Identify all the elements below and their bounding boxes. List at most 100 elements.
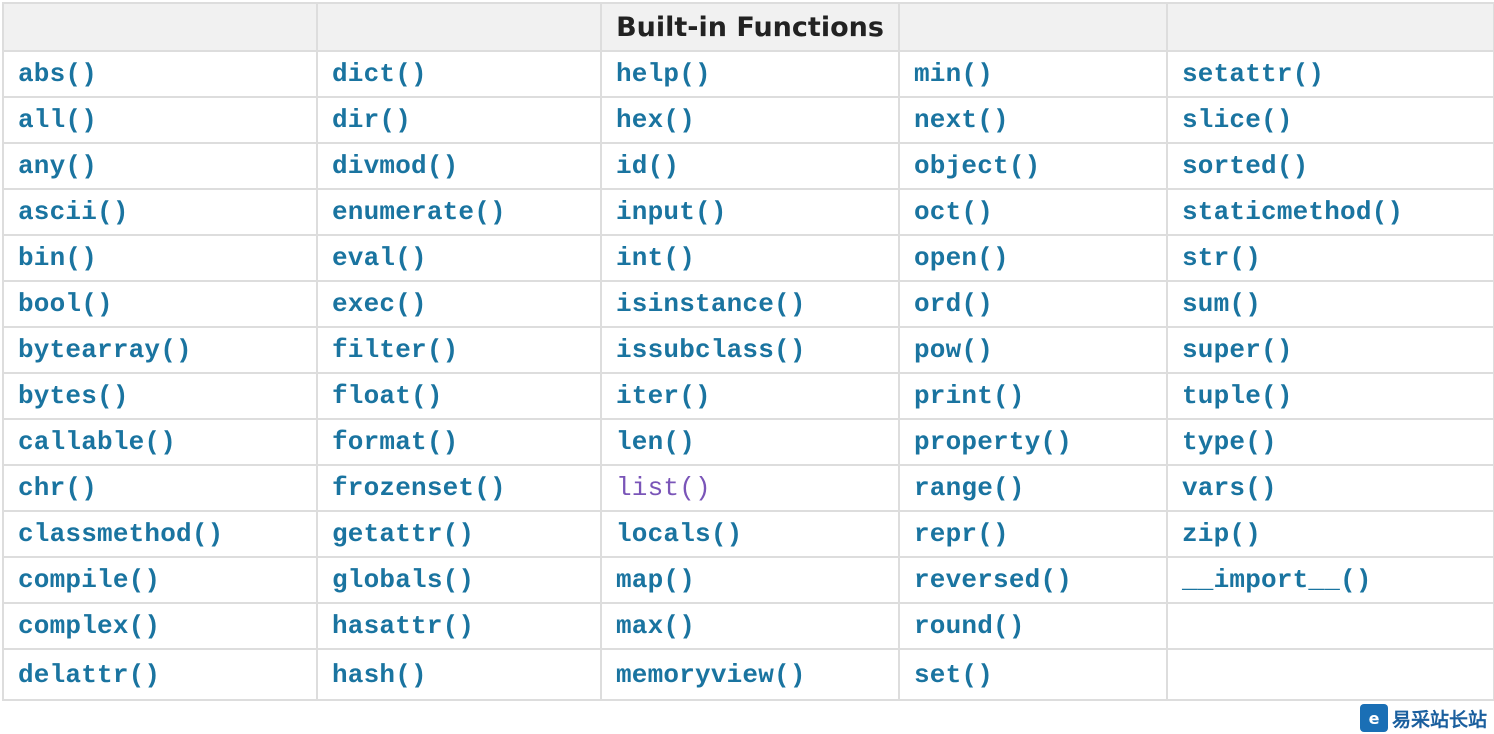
function-link[interactable]: tuple() xyxy=(1182,381,1293,411)
function-link[interactable]: round() xyxy=(914,611,1025,641)
function-link[interactable]: hex() xyxy=(616,105,696,135)
function-link[interactable]: compile() xyxy=(18,565,161,595)
function-link[interactable]: staticmethod() xyxy=(1182,197,1404,227)
function-link[interactable]: all() xyxy=(18,105,98,135)
table-row: classmethod() getattr() locals() repr() zip(… xyxy=(2,510,1494,558)
function-link[interactable]: delattr() xyxy=(18,659,161,690)
function-link[interactable]: enumerate() xyxy=(332,197,506,227)
function-link[interactable]: str() xyxy=(1182,243,1262,273)
table-cell: iter() xyxy=(600,372,900,420)
table-cell: repr() xyxy=(898,510,1168,558)
table-row: chr() frozenset() list() range() vars() xyxy=(2,464,1494,512)
table-cell: hash() xyxy=(316,648,602,701)
function-link[interactable]: callable() xyxy=(18,427,177,457)
function-link[interactable]: bool() xyxy=(18,289,113,319)
function-link[interactable]: max() xyxy=(616,611,696,641)
table-cell: ord() xyxy=(898,280,1168,328)
table-title: Built-in Functions xyxy=(600,2,900,52)
function-link[interactable]: locals() xyxy=(616,519,743,549)
function-link[interactable]: globals() xyxy=(332,565,475,595)
table-cell: min() xyxy=(898,50,1168,98)
table-cell: eval() xyxy=(316,234,602,282)
table-row: callable() format() len() property() type() xyxy=(2,418,1494,466)
table-cell: tuple() xyxy=(1166,372,1494,420)
table-row: any() divmod() id() object() sorted() xyxy=(2,142,1494,190)
table-row: all() dir() hex() next() slice() xyxy=(2,96,1494,144)
function-link[interactable]: list() xyxy=(616,473,711,503)
function-link[interactable]: frozenset() xyxy=(332,473,506,503)
function-link[interactable]: property() xyxy=(914,427,1073,457)
function-link[interactable]: ascii() xyxy=(18,197,129,227)
header-row: Built-in Functions xyxy=(2,2,1494,52)
function-link[interactable]: iter() xyxy=(616,381,711,411)
function-link[interactable]: bytes() xyxy=(18,381,129,411)
function-link[interactable]: complex() xyxy=(18,611,161,641)
table-cell: __import__() xyxy=(1166,556,1494,604)
function-link[interactable]: issubclass() xyxy=(616,335,806,365)
function-link[interactable]: getattr() xyxy=(332,519,475,549)
function-link[interactable]: filter() xyxy=(332,335,459,365)
table-cell: bytearray() xyxy=(2,326,318,374)
table-row: bytes() float() iter() print() tuple() xyxy=(2,372,1494,420)
function-link[interactable]: range() xyxy=(914,473,1025,503)
function-link[interactable]: bin() xyxy=(18,243,98,273)
function-link[interactable]: float() xyxy=(332,381,443,411)
function-link[interactable]: format() xyxy=(332,427,459,457)
table-cell: float() xyxy=(316,372,602,420)
function-link[interactable]: memoryview() xyxy=(616,659,806,690)
function-link[interactable]: chr() xyxy=(18,473,98,503)
function-link[interactable]: setattr() xyxy=(1182,59,1325,89)
function-link[interactable]: classmethod() xyxy=(18,519,224,549)
function-link[interactable]: exec() xyxy=(332,289,427,319)
function-link[interactable]: vars() xyxy=(1182,473,1277,503)
function-link[interactable]: pow() xyxy=(914,335,994,365)
table-row: bool() exec() isinstance() ord() sum() xyxy=(2,280,1494,328)
table-cell: max() xyxy=(600,602,900,650)
function-link[interactable]: type() xyxy=(1182,427,1277,457)
function-link[interactable]: next() xyxy=(914,105,1009,135)
function-link[interactable]: int() xyxy=(616,243,696,273)
function-link[interactable]: dir() xyxy=(332,105,412,135)
function-link[interactable]: input() xyxy=(616,197,727,227)
function-link[interactable]: repr() xyxy=(914,519,1009,549)
table-row: delattr() hash() memoryview() set() xyxy=(2,648,1494,701)
table-cell: bytes() xyxy=(2,372,318,420)
function-link[interactable]: print() xyxy=(914,381,1025,411)
function-link[interactable]: eval() xyxy=(332,243,427,273)
function-link[interactable]: ord() xyxy=(914,289,994,319)
function-link[interactable]: object() xyxy=(914,151,1041,181)
function-link[interactable]: zip() xyxy=(1182,519,1262,549)
function-link[interactable]: bytearray() xyxy=(18,335,192,365)
function-link[interactable]: divmod() xyxy=(332,151,459,181)
function-link[interactable]: super() xyxy=(1182,335,1293,365)
table-row: ascii() enumerate() input() oct() staticmeth… xyxy=(2,188,1494,236)
table-cell: callable() xyxy=(2,418,318,466)
function-link[interactable]: hasattr() xyxy=(332,611,475,641)
table-cell: round() xyxy=(898,602,1168,650)
function-link[interactable]: len() xyxy=(616,427,696,457)
table-cell: staticmethod() xyxy=(1166,188,1494,236)
table-cell: range() xyxy=(898,464,1168,512)
function-link[interactable]: help() xyxy=(616,59,711,89)
function-link[interactable]: open() xyxy=(914,243,1009,273)
function-link[interactable]: sorted() xyxy=(1182,151,1309,181)
table-cell: enumerate() xyxy=(316,188,602,236)
function-link[interactable]: any() xyxy=(18,151,98,181)
function-link[interactable]: dict() xyxy=(332,59,427,89)
function-link[interactable]: set() xyxy=(914,659,994,690)
function-link[interactable]: id() xyxy=(616,151,680,181)
function-link[interactable]: __import__() xyxy=(1182,565,1372,595)
function-link[interactable]: isinstance() xyxy=(616,289,806,319)
table-cell: sum() xyxy=(1166,280,1494,328)
builtin-functions-table: Built-in Functions abs() dict() help() min(… xyxy=(2,2,1494,701)
function-link[interactable]: slice() xyxy=(1182,105,1293,135)
function-link[interactable]: sum() xyxy=(1182,289,1262,319)
function-link[interactable]: reversed() xyxy=(914,565,1073,595)
function-link[interactable]: abs() xyxy=(18,59,98,89)
function-link[interactable]: map() xyxy=(616,565,696,595)
function-link[interactable]: hash() xyxy=(332,659,427,690)
function-link[interactable]: oct() xyxy=(914,197,994,227)
table-cell xyxy=(1166,648,1494,701)
function-link[interactable]: min() xyxy=(914,59,994,89)
table-cell: ascii() xyxy=(2,188,318,236)
